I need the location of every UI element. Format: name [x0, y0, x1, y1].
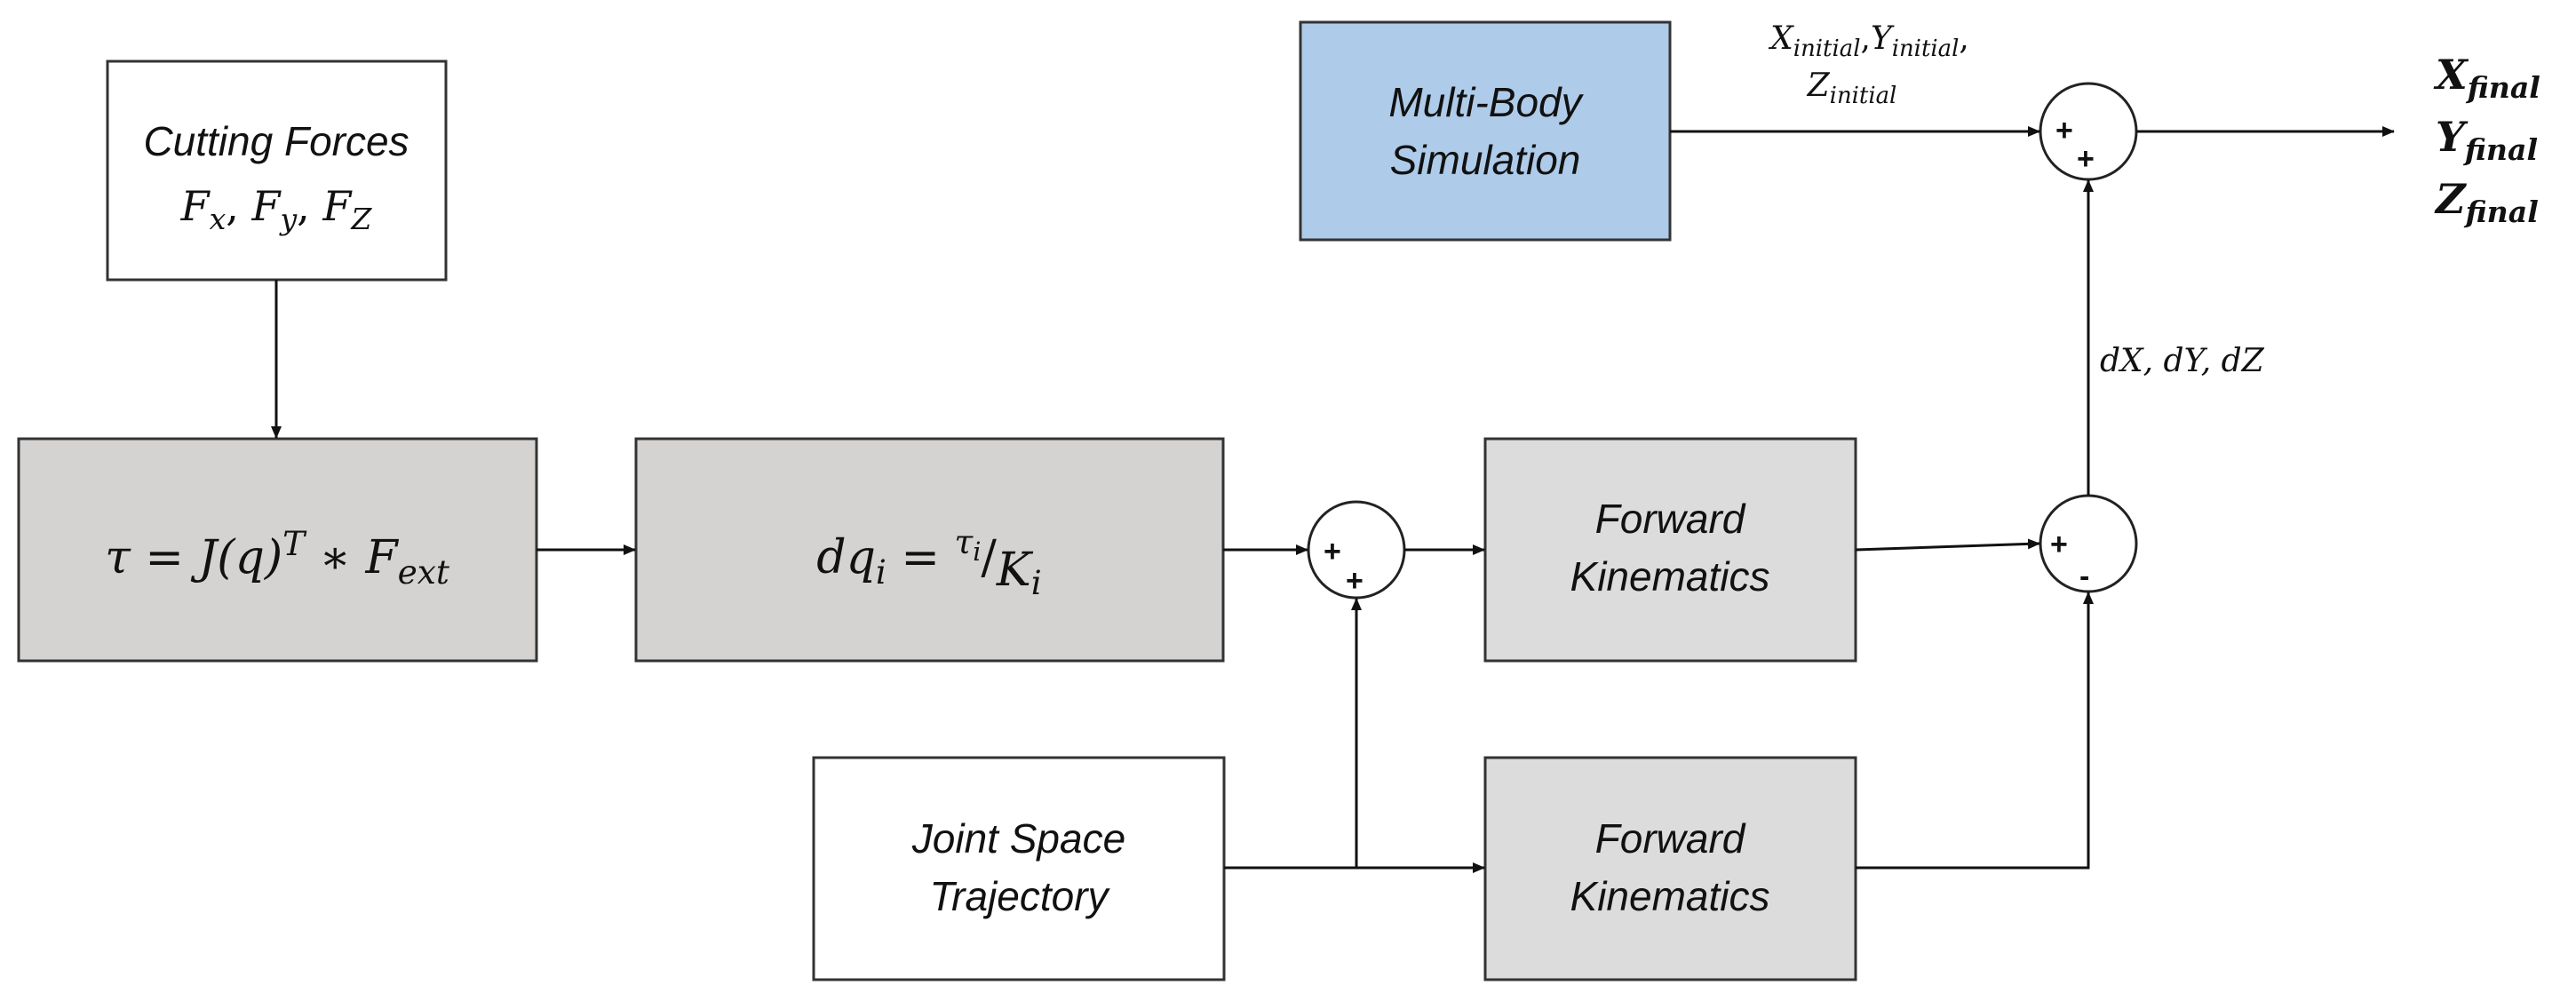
arrow-fk-lower-to-difference [1856, 592, 2094, 870]
final-sum-junction: + + [2039, 82, 2138, 181]
forward-kinematics-upper-line1: Forward [1595, 496, 1746, 542]
initial-position-label-line2: Zinitial [1807, 68, 1897, 109]
delta-position-label: dX, dY, dZ [2100, 343, 2265, 379]
torque-block: τ = J(q)T ∗ Fext [17, 437, 538, 663]
cutting-forces-components: Fx, Fy, FZ [180, 182, 373, 236]
difference-sign-top: + [2050, 528, 2068, 561]
torque-box [17, 437, 538, 663]
torque-equation: τ = J(q)T ∗ Fext [105, 524, 450, 592]
forward-kinematics-box-upper [1483, 437, 1857, 663]
joint-sum-sign-top: + [1324, 535, 1341, 568]
cutting-forces-block: Cutting Forces Fx, Fy, FZ [106, 60, 448, 282]
forward-kinematics-upper-line2: Kinematics [1570, 553, 1770, 600]
joint-deflection-box [634, 437, 1225, 663]
multi-body-line1: Multi-Body [1388, 79, 1584, 125]
multi-body-simulation-block: Multi-Body Simulation [1299, 20, 1672, 242]
forward-kinematics-lower-line2: Kinematics [1570, 873, 1770, 919]
difference-junction: + - [2039, 494, 2138, 593]
joint-space-trajectory-box [812, 756, 1226, 981]
final-sum-sign-bottom: + [2077, 142, 2095, 176]
joint-space-line1: Joint Space [911, 815, 1125, 862]
output-x-final: Xfinal [2433, 51, 2540, 105]
output-y-final: Yfinal [2436, 113, 2538, 167]
forward-kinematics-block-lower: Forward Kinematics [1483, 756, 1857, 981]
arrow-fk-upper-to-difference [1855, 538, 2040, 552]
output-z-final: Zfinal [2434, 175, 2539, 229]
difference-sign-bottom: - [2079, 560, 2089, 593]
joint-space-trajectory-block: Joint Space Trajectory [812, 756, 1226, 981]
multi-body-simulation-box [1299, 20, 1672, 242]
joint-deflection-equation: dqi = τi/Ki [816, 522, 1041, 602]
joint-sum-sign-bottom: + [1346, 564, 1364, 598]
final-sum-sign-top: + [2055, 114, 2073, 147]
joint-deflection-block: dqi = τi/Ki [634, 437, 1225, 663]
forward-kinematics-lower-line1: Forward [1595, 815, 1746, 862]
multi-body-line2: Simulation [1390, 137, 1581, 183]
joint-sum-junction: + + [1307, 500, 1406, 600]
initial-position-label-line1: Xinitial,Yinitial, [1768, 20, 1969, 62]
cutting-forces-box [106, 60, 448, 282]
cutting-forces-title: Cutting Forces [143, 118, 409, 164]
forward-kinematics-block-upper: Forward Kinematics [1483, 437, 1857, 663]
forward-kinematics-box-lower [1483, 756, 1857, 981]
joint-space-line2: Trajectory [929, 873, 1110, 919]
